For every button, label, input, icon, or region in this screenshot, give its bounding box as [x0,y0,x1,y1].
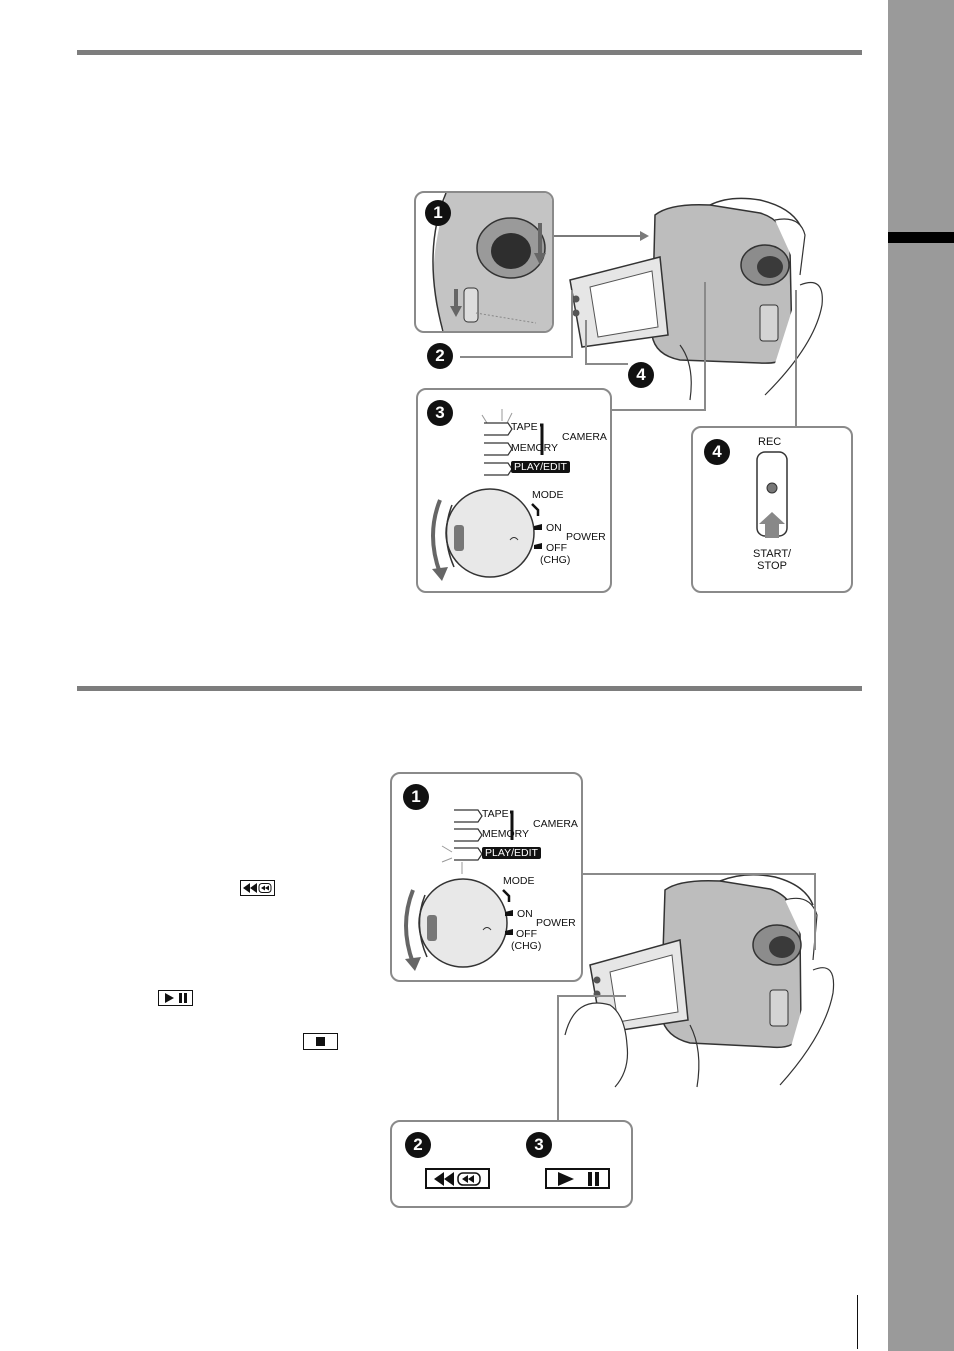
playback-on-label: ON [517,908,533,920]
playback-switch-indicator-marks [503,886,519,938]
playback-camera-label: CAMERA [533,818,578,830]
playback-memory-label: MEMORY [482,828,529,840]
playback-step-1-badge: 1 [403,784,429,810]
playback-off-label: OFF [516,928,537,940]
connector-lines-2 [0,0,954,1300]
playback-chg-label: (CHG) [511,940,541,952]
play-pause-button-illustration [545,1168,610,1189]
rewind-button-illustration [425,1168,490,1189]
page-number-rule [857,1295,858,1349]
playback-tape-label: TAPE [482,808,509,820]
playback-power-dial-illustration [403,875,513,975]
playback-step-2-badge: 2 [405,1132,431,1158]
playback-buttons-panel [390,1120,633,1208]
playback-play-edit-label: PLAY/EDIT [482,847,541,859]
playback-step-3-badge: 3 [526,1132,552,1158]
playback-power-label: POWER [536,917,576,929]
